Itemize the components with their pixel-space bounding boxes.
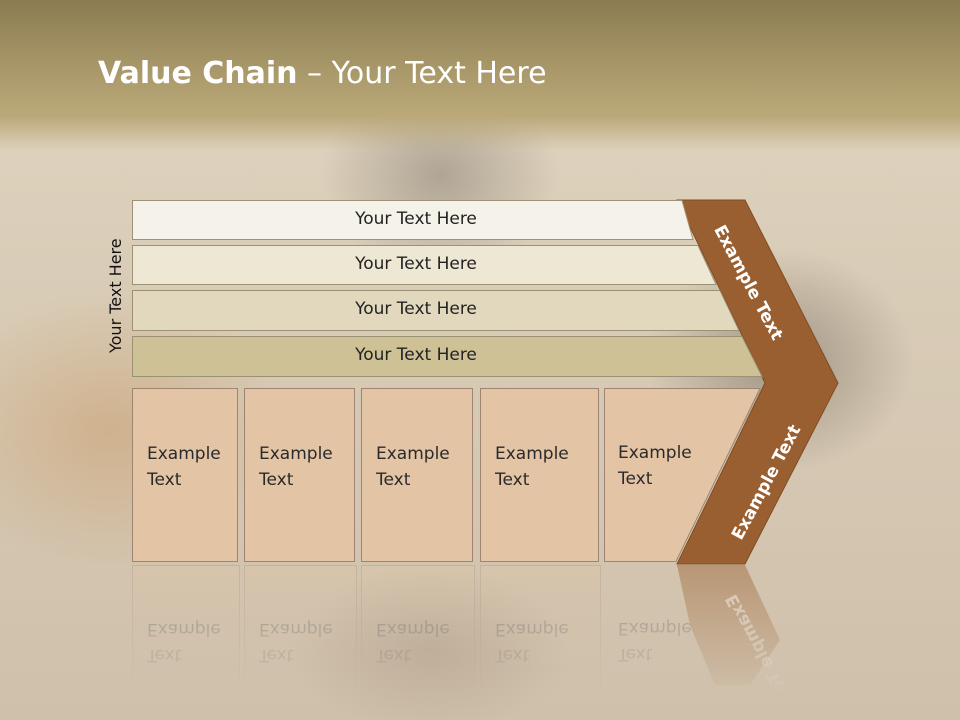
reflection-label: Text Example [495,616,585,668]
reflection-line2: Text [259,645,294,665]
box-label-line2: Text [147,470,182,490]
title-rest-part: – Your Text Here [297,56,547,91]
box-label-line2: Text [376,470,411,490]
bar-shape [132,290,740,331]
reflection-label: Text Example [147,616,237,668]
box-label-line1: Example [259,444,333,464]
reflection-box-2: Text Example [244,565,357,687]
reflection-box-4: Text Example [480,565,601,687]
bar-shape [132,336,763,377]
reflection-line1: Example [259,619,333,639]
reflection-line2: Text [147,645,182,665]
reflection-line1: Example [147,619,221,639]
bar-label: Your Text Here [355,254,477,274]
reflection-line1: Example [495,619,569,639]
reflection-chevron [677,565,780,685]
reflection-line2: Text [376,645,411,665]
box-label-line1: Example [618,443,692,463]
bar-label: Your Text Here [355,209,477,229]
bar-shape [132,200,694,240]
reflection-line1: Example [376,619,450,639]
box-label-line1: Example [495,444,569,464]
bar-shape [132,245,717,285]
reflection-label: Text Example [376,616,466,668]
reflection-label: Text Example [259,616,349,668]
reflection-box-3: Text Example [361,565,475,687]
bar-label: Your Text Here [355,299,477,319]
bar-label: Your Text Here [355,345,477,365]
reflection-line2: Text [495,645,530,665]
chevron-shape [676,199,839,565]
box-label-line1: Example [147,444,221,464]
reflection-box-1: Text Example [132,565,240,687]
box-label-line2: Text [259,470,294,490]
example-box-5-shape [604,388,761,562]
reflection-line2: Text [618,644,653,664]
title-band [0,0,960,150]
box-label-line1: Example [376,444,450,464]
slide-title: Value Chain – Your Text Here [98,54,547,94]
box-label-line2: Text [495,470,530,490]
box-label-line2: Text [618,469,653,489]
title-bold-part: Value Chain [98,56,298,91]
